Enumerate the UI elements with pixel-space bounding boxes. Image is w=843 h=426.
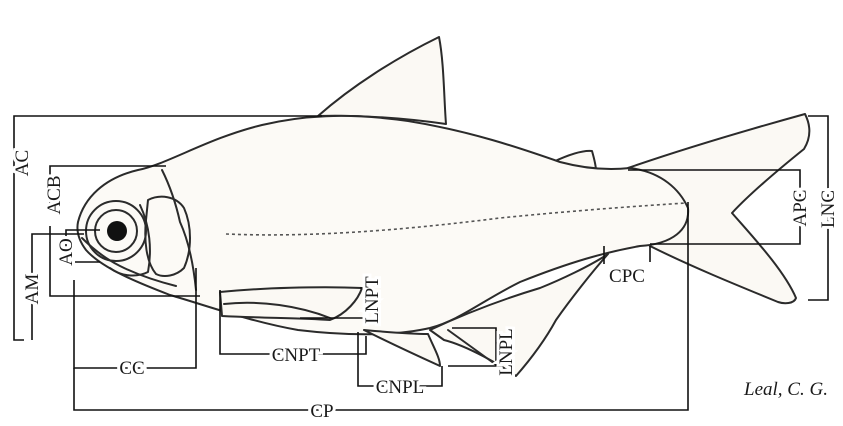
label-cc: CC [119,358,144,379]
label-ac: AC [12,150,33,176]
label-lnc: LNC [818,190,839,228]
label-lnpl: LNPL [496,328,517,376]
label-acb: ACB [44,175,65,214]
label-cp: CP [310,401,333,421]
label-lnpt: LNPT [362,276,383,324]
label-cnpt: CNPT [272,345,321,366]
dorsal-fin [318,37,446,124]
pelvic-fin [364,330,440,366]
label-am: AM [22,274,43,305]
author-credit: Leal, C. G. [743,379,828,400]
fish-illustration [77,37,809,376]
label-apc: APC [790,190,811,227]
label-cnpl: CNPL [376,377,425,398]
label-cpc: CPC [609,266,645,287]
eye-pupil [107,221,127,241]
label-ao: AO [56,238,77,265]
